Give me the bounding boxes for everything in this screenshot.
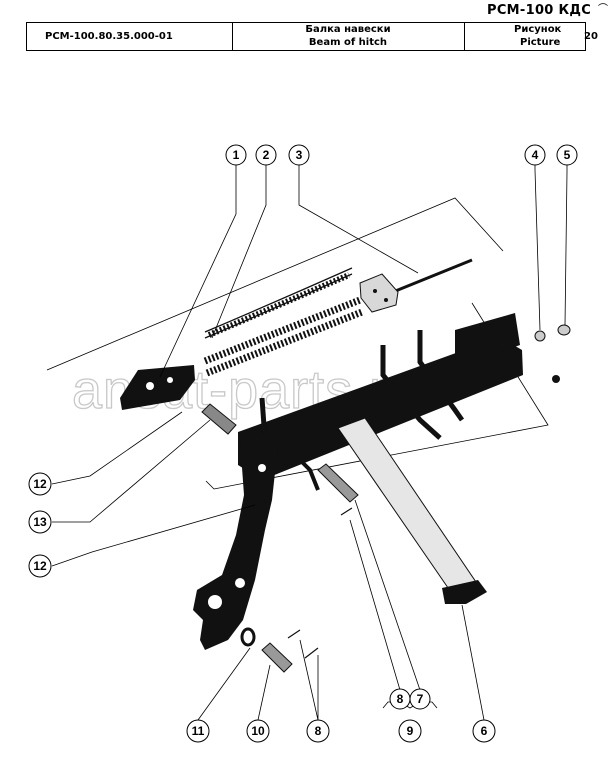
title-cell: Балка навески Beam of hitch — [232, 23, 465, 50]
callout-8a: 8 — [306, 719, 330, 743]
callout-label: 4 — [532, 148, 539, 162]
callout-12a: 12 — [28, 472, 52, 496]
callout-9: 9 — [398, 719, 422, 743]
callout-12b: 12 — [28, 554, 52, 578]
callout-label: 6 — [481, 724, 488, 738]
callout-label: 2 — [263, 148, 270, 162]
callout-label: 8 — [397, 692, 404, 706]
callout-5: 5 — [556, 144, 578, 166]
callout-8b: 8 — [389, 688, 411, 710]
callout-4: 4 — [524, 144, 546, 166]
callout-2: 2 — [255, 144, 277, 166]
callout-label: 5 — [564, 148, 571, 162]
callout-11: 11 — [186, 719, 210, 743]
figure-cell: Рисунок Picture 20 — [464, 23, 598, 50]
figure-label-ru: Рисунок — [514, 24, 562, 35]
frame-part — [193, 313, 560, 650]
small-fasteners — [240, 507, 353, 673]
callout-label: 3 — [296, 148, 303, 162]
plate-part — [120, 365, 195, 410]
corner-mark: ⌒ — [598, 4, 608, 15]
callout-label: 1 — [233, 148, 240, 162]
callout-7: 7 — [409, 688, 431, 710]
callout-label: 11 — [192, 724, 205, 738]
rod-part — [359, 258, 473, 313]
springs-part — [203, 267, 364, 377]
callout-13: 13 — [28, 510, 52, 534]
title-ru: Балка навески — [305, 24, 391, 35]
callout-1: 1 — [225, 144, 247, 166]
callout-6: 6 — [472, 719, 496, 743]
figure-label-en: Picture — [520, 37, 561, 48]
nut-parts — [534, 324, 571, 342]
doc-code: РСМ-100.80.35.000-01 — [45, 31, 173, 42]
callout-label: 7 — [417, 692, 424, 706]
doc-code-cell: РСМ-100.80.35.000-01 — [27, 23, 233, 50]
pin-7-part — [317, 463, 359, 503]
pin-13-part — [201, 403, 237, 435]
callout-label: 12 — [33, 559, 47, 573]
title-block: РСМ-100.80.35.000-01 Балка навески Beam … — [26, 22, 598, 51]
callout-label: 12 — [33, 477, 47, 491]
figure-number: 20 — [584, 31, 598, 42]
callout-10: 10 — [246, 719, 270, 743]
callout-label: 8 — [315, 724, 322, 738]
callout-label: 9 — [407, 724, 414, 738]
callout-label: 10 — [251, 724, 265, 738]
brace-part — [337, 417, 487, 604]
callout-label: 13 — [33, 515, 47, 529]
leader-lines — [51, 165, 568, 721]
document-title: РСМ-100 КДС — [487, 3, 592, 18]
callout-3: 3 — [288, 144, 310, 166]
title-en: Beam of hitch — [308, 37, 388, 48]
